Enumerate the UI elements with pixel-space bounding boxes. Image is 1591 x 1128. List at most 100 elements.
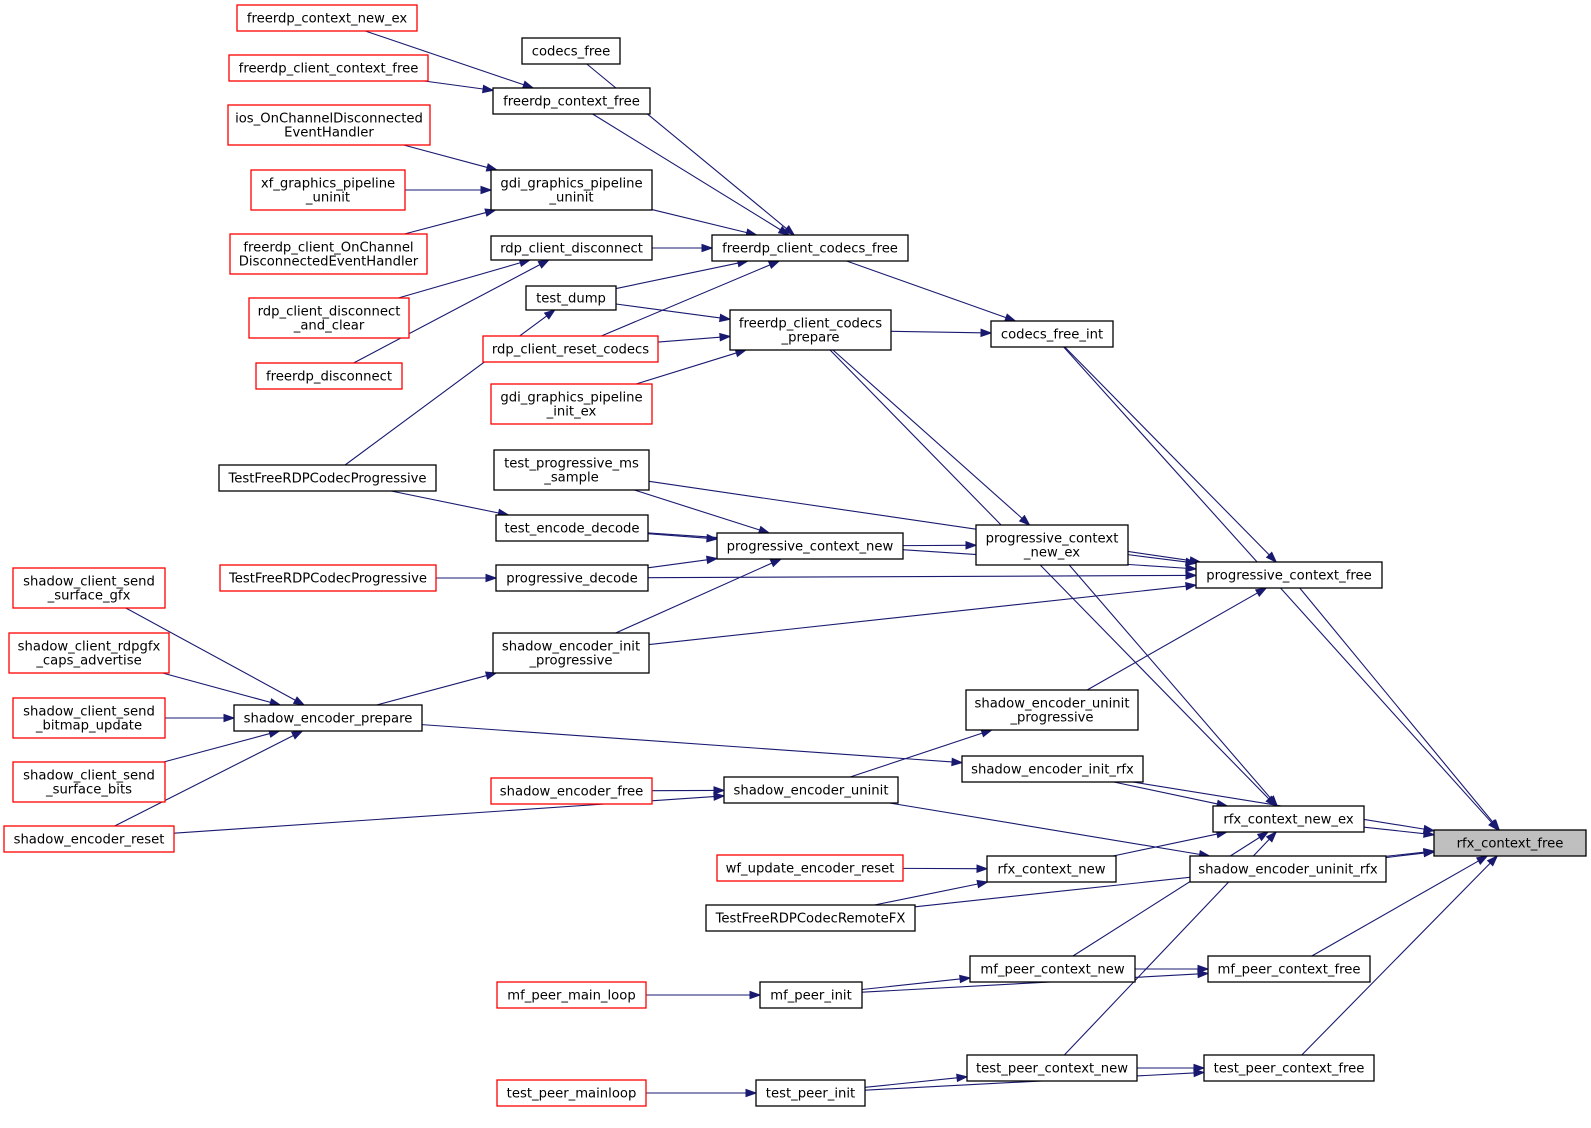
node-gdi-graphics-pipeline-uninit[interactable]: gdi_graphics_pipeline_uninit [490,169,653,211]
edge-n11-n9 [398,262,521,299]
edge-n42-n40 [874,883,978,906]
node-progressive-context-free[interactable]: progressive_context_free [1195,561,1383,589]
edge-n21-n36 [1068,564,1272,799]
edge-n46-n44 [861,973,1199,993]
node-progressive-context-new[interactable]: progressive_context_new [716,532,904,560]
arrowhead-n14-n15 [719,332,732,342]
node-test-peer-init[interactable]: test_peer_init [755,1079,866,1107]
arrowhead-n16-n25 [1265,551,1278,564]
node-shadow-client-send-surface-bits[interactable]: shadow_client_send_surface_bits [12,761,166,803]
node-shadow-client-send-bitmap-update[interactable]: shadow_client_send_bitmap_update [12,697,166,739]
node-rfx-context-new-ex[interactable]: rfx_context_new_ex [1212,805,1365,833]
node-shadow-encoder-uninit[interactable]: shadow_encoder_uninit [723,776,899,804]
node-mf-peer-init[interactable]: mf_peer_init [759,981,863,1009]
node-label: codecs_free_int [1001,328,1103,343]
node-label: mf_peer_init [770,989,852,1004]
node-shadow-encoder-uninit-rfx[interactable]: shadow_encoder_uninit_rfx [1189,855,1387,883]
node-label: shadow_client_send [23,769,155,784]
arrowhead-n46-n43 [959,974,972,984]
node-rdp-client-disconnect-and-clear[interactable]: rdp_client_disconnect_and_clear [248,297,410,339]
node-codecs-free[interactable]: codecs_free [521,37,621,65]
node-freerdp-context-free[interactable]: freerdp_context_free [492,87,651,115]
node-test-peer-context-new[interactable]: test_peer_context_new [966,1054,1138,1082]
node-label: _caps_advertise [35,654,141,669]
node-rdp-client-disconnect[interactable]: rdp_client_disconnect [490,235,653,261]
node-label: _sample [543,471,599,486]
node-shadow-encoder-uninit-progressive[interactable]: shadow_encoder_uninit_progressive [965,689,1139,731]
node-test-progressive-ms-sample[interactable]: test_progressive_ms_sample [493,449,650,491]
node-shadow-encoder-init-progressive[interactable]: shadow_encoder_init_progressive [492,632,650,674]
node-wf-update-encoder-reset[interactable]: wf_update_encoder_reset [716,854,904,882]
node-freerdp-client-codecs-free[interactable]: freerdp_client_codecs_free [711,234,909,262]
edge-n7-n10 [651,209,747,234]
node-testfreerdpcodecremotefx[interactable]: TestFreeRDPCodecRemoteFX [705,904,916,932]
node-freerdp-client-codecs-prepare[interactable]: freerdp_client_codecs_prepare [729,309,892,351]
node-xf-graphics-pipeline-uninit[interactable]: xf_graphics_pipeline_uninit [250,169,406,211]
edge-n43-n36 [1072,836,1260,957]
node-rfx-context-free[interactable]: rfx_context_free [1433,829,1587,857]
arrowhead-n24-n25 [1185,571,1198,580]
node-label: mf_peer_main_loop [507,989,635,1004]
node-progressive-decode[interactable]: progressive_decode [495,564,649,592]
node-codecs-free-int[interactable]: codecs_free_int [990,320,1114,348]
edge-n30-n28 [376,675,487,706]
node-shadow-encoder-prepare[interactable]: shadow_encoder_prepare [233,704,423,732]
arrowhead-n19-n12 [543,309,556,320]
node-label: _new_ex [1023,546,1080,561]
node-shadow-encoder-free[interactable]: shadow_encoder_free [490,777,653,805]
node-rdp-client-reset-codecs[interactable]: rdp_client_reset_codecs [482,335,659,363]
node-test-peer-mainloop[interactable]: test_peer_mainloop [496,1079,647,1107]
node-testfreerdpcodecprogressive[interactable]: TestFreeRDPCodecProgressive [219,564,437,592]
edge-n30-n33 [421,724,953,763]
node-test-dump[interactable]: test_dump [525,285,617,311]
arrowhead-n13-n9 [537,259,551,269]
node-freerdp-client-context-free[interactable]: freerdp_client_context_free [228,54,429,82]
node-shadow-client-rdpgfx-caps-advertise[interactable]: shadow_client_rdpgfx_caps_advertise [8,632,170,674]
node-box [490,383,653,425]
node-box [975,524,1129,566]
edge-n12-n15 [615,303,721,319]
arrowhead-n37-n35 [713,792,726,801]
node-shadow-encoder-reset[interactable]: shadow_encoder_reset [3,825,175,853]
node-rfx-context-new[interactable]: rfx_context_new [986,855,1117,883]
node-freerdp-client-onchanneldisconnectedeventhandler[interactable]: freerdp_client_OnChannelDisconnectedEven… [229,233,428,275]
node-box [233,704,423,732]
arrowhead-n14-n10 [767,260,781,270]
edge-n10-n16 [846,260,1007,319]
arrowhead-n29-n30 [223,713,236,723]
edge-n41-n38 [1385,852,1425,859]
arrowhead-n36-n38 [1423,829,1436,838]
node-test-peer-context-free[interactable]: test_peer_context_free [1203,1054,1375,1082]
edge-n36-n38 [1363,826,1425,835]
node-test-encode-decode[interactable]: test_encode_decode [495,514,649,542]
node-label: _prepare [781,331,840,346]
node-mf-peer-context-new[interactable]: mf_peer_context_new [969,955,1136,983]
node-testfreerdpcodecprogressive[interactable]: TestFreeRDPCodecProgressive [218,464,437,492]
node-progressive-context-new-ex[interactable]: progressive_context_new_ex [975,524,1129,566]
node-label: TestFreeRDPCodecProgressive [228,572,427,587]
node-box [250,169,406,211]
node-label: progressive_context_new [727,540,894,555]
arrowhead-n1-n4 [521,80,535,89]
node-box [961,755,1144,783]
arrowhead-n15-n21 [1018,514,1031,526]
node-label: rfx_context_free [1457,837,1564,852]
node-box [1433,829,1587,857]
call-graph-nodes: freerdp_context_new_ex codecs_freefreerdp… [3,4,1587,1107]
edge-n28-n25 [648,585,1187,646]
node-label: freerdp_client_OnChannel [243,241,413,256]
node-mf-peer-context-free[interactable]: mf_peer_context_free [1207,955,1371,983]
node-mf-peer-main-loop[interactable]: mf_peer_main_loop [496,981,647,1009]
node-label: rfx_context_new [997,863,1105,878]
node-freerdp-context-new-ex[interactable]: freerdp_context_new_ex [236,4,418,32]
node-freerdp-disconnect[interactable]: freerdp_disconnect [255,362,403,390]
arrowhead-n24-n22 [706,555,719,565]
node-label: mf_peer_context_free [1218,963,1361,978]
node-shadow-client-send-surface-gfx[interactable]: shadow_client_send_surface_gfx [12,567,166,609]
node-box [723,776,899,804]
node-shadow-encoder-init-rfx[interactable]: shadow_encoder_init_rfx [961,755,1144,783]
node-gdi-graphics-pipeline-init-ex[interactable]: gdi_graphics_pipeline_init_ex [490,383,653,425]
node-label: codecs_free [532,45,611,60]
